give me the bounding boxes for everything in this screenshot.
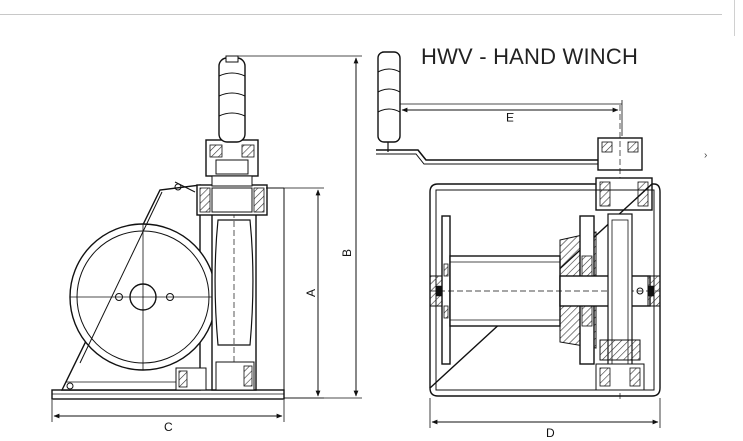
front-handle-grip — [377, 51, 401, 143]
dimension-label-a: A — [304, 288, 319, 298]
side-base-plate — [51, 389, 285, 400]
side-handle-grip — [218, 57, 246, 143]
side-dimension-lines — [51, 55, 362, 422]
drum-flange-left — [441, 215, 451, 365]
stray-mark: › — [704, 150, 708, 161]
dimension-label-d: D — [546, 426, 555, 440]
dimension-label-b: B — [340, 248, 355, 258]
top-divider-line — [0, 14, 722, 15]
dimension-label-c: C — [164, 420, 173, 434]
front-frame — [429, 183, 661, 397]
dimension-label-e: E — [506, 110, 515, 124]
drawing-title: HWV - HAND WINCH — [421, 44, 639, 69]
right-divider-line — [734, 0, 735, 36]
side-view — [51, 55, 285, 400]
front-dimension-lines — [400, 100, 661, 428]
front-view — [376, 51, 661, 400]
crank-arm — [376, 149, 638, 161]
